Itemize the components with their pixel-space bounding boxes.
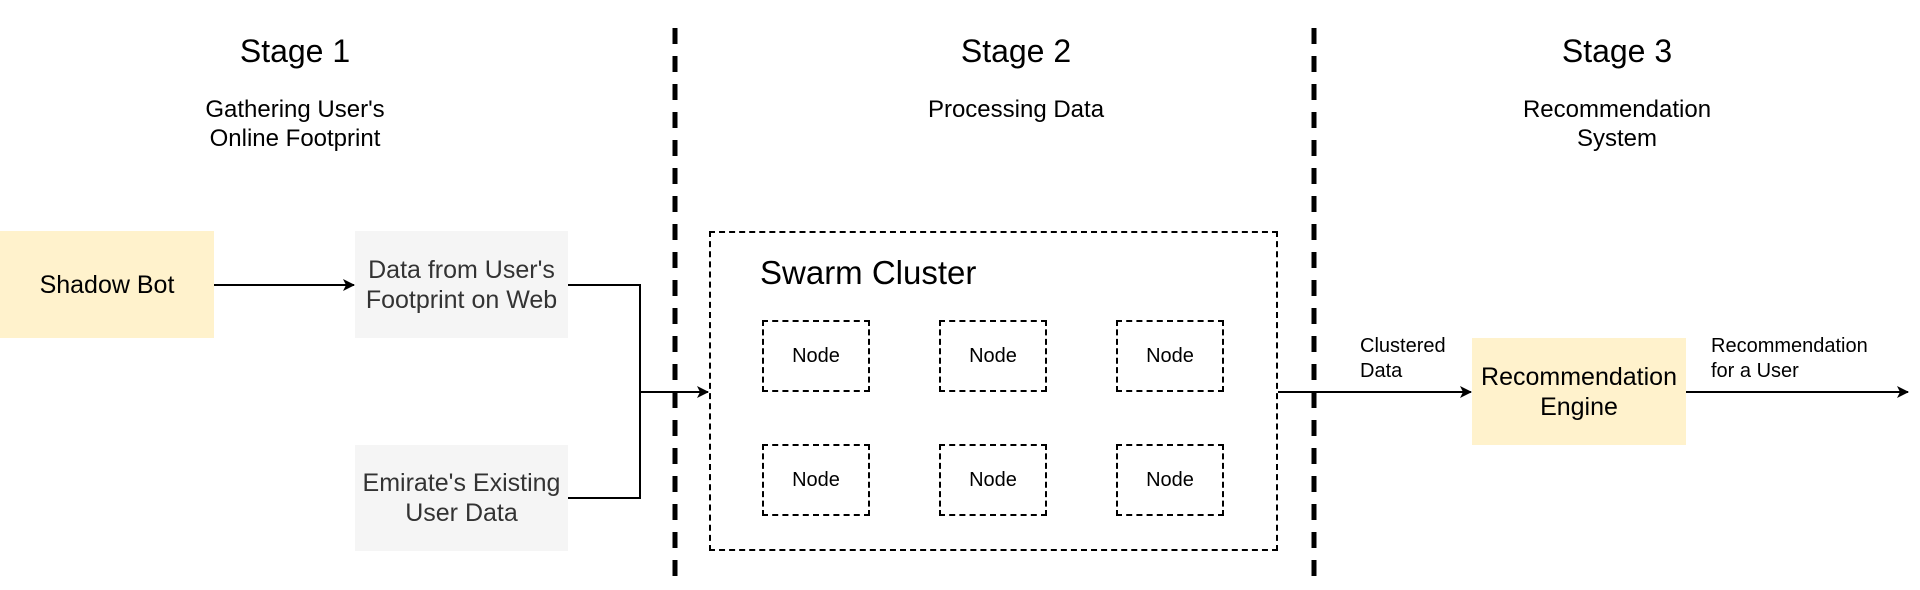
shadow-bot-box: Shadow Bot xyxy=(0,231,214,338)
swarm-cluster-title: Swarm Cluster xyxy=(760,254,977,291)
recommendation-engine-label-line: Recommendation xyxy=(1481,362,1677,391)
node-label: Node xyxy=(1146,469,1194,491)
web-data-label-line: Footprint on Web xyxy=(365,285,558,314)
node-label: Node xyxy=(792,345,840,367)
stage-1-subtitle-line: Online Footprint xyxy=(209,124,381,152)
cluster-node: Node xyxy=(939,444,1047,516)
stage-2-subtitle: Processing Data xyxy=(891,96,1141,125)
stage-1-subtitle: Gathering User's Online Footprint xyxy=(170,96,420,154)
cluster-node: Node xyxy=(762,444,870,516)
stage-2-title: Stage 2 xyxy=(960,33,1072,69)
existing-data-box: Emirate's Existing User Data xyxy=(355,445,568,551)
node-label: Node xyxy=(969,345,1017,367)
cluster-node: Node xyxy=(939,320,1047,392)
stage-3-subtitle-line: Recommendation xyxy=(1522,96,1712,123)
existing-data-label-line: Emirate's Existing xyxy=(362,469,561,497)
cluster-node: Node xyxy=(1116,320,1224,392)
existing-data-label-line: User Data xyxy=(405,499,518,527)
node-label: Node xyxy=(1146,345,1194,367)
cluster-node: Node xyxy=(1116,444,1224,516)
recommendation-for-user-label: Recommendation for a User xyxy=(1711,334,1868,384)
node-label: Node xyxy=(969,469,1017,491)
connector-existingdata-merge xyxy=(568,392,641,499)
clustered-data-label: Clustered Data xyxy=(1360,334,1446,384)
web-data-box: Data from User's Footprint on Web xyxy=(355,231,568,338)
recommendation-engine-label-line: Engine xyxy=(1540,392,1618,421)
clustered-data-label-line: Clustered xyxy=(1360,335,1446,357)
node-label: Node xyxy=(792,469,840,491)
stage-3-subtitle: Recommendation System xyxy=(1492,96,1742,154)
stage-1-subtitle-line: Gathering User's xyxy=(205,96,385,123)
recommendation-for-user-label-line: Recommendation xyxy=(1711,335,1868,357)
stage-1-title: Stage 1 xyxy=(239,33,351,69)
shadow-bot-label: Shadow Bot xyxy=(39,270,175,299)
recommendation-engine-box: Recommendation Engine xyxy=(1472,338,1686,445)
stage-3-subtitle-line: System xyxy=(1576,124,1657,152)
stage-2-subtitle-line: Processing Data xyxy=(927,96,1105,123)
clustered-data-label-line: Data xyxy=(1360,360,1403,382)
connector-webdata-merge xyxy=(568,284,641,392)
web-data-label-line: Data from User's xyxy=(368,255,555,284)
stage-3-title: Stage 3 xyxy=(1561,33,1673,69)
recommendation-for-user-label-line: for a User xyxy=(1711,360,1799,382)
cluster-node: Node xyxy=(762,320,870,392)
